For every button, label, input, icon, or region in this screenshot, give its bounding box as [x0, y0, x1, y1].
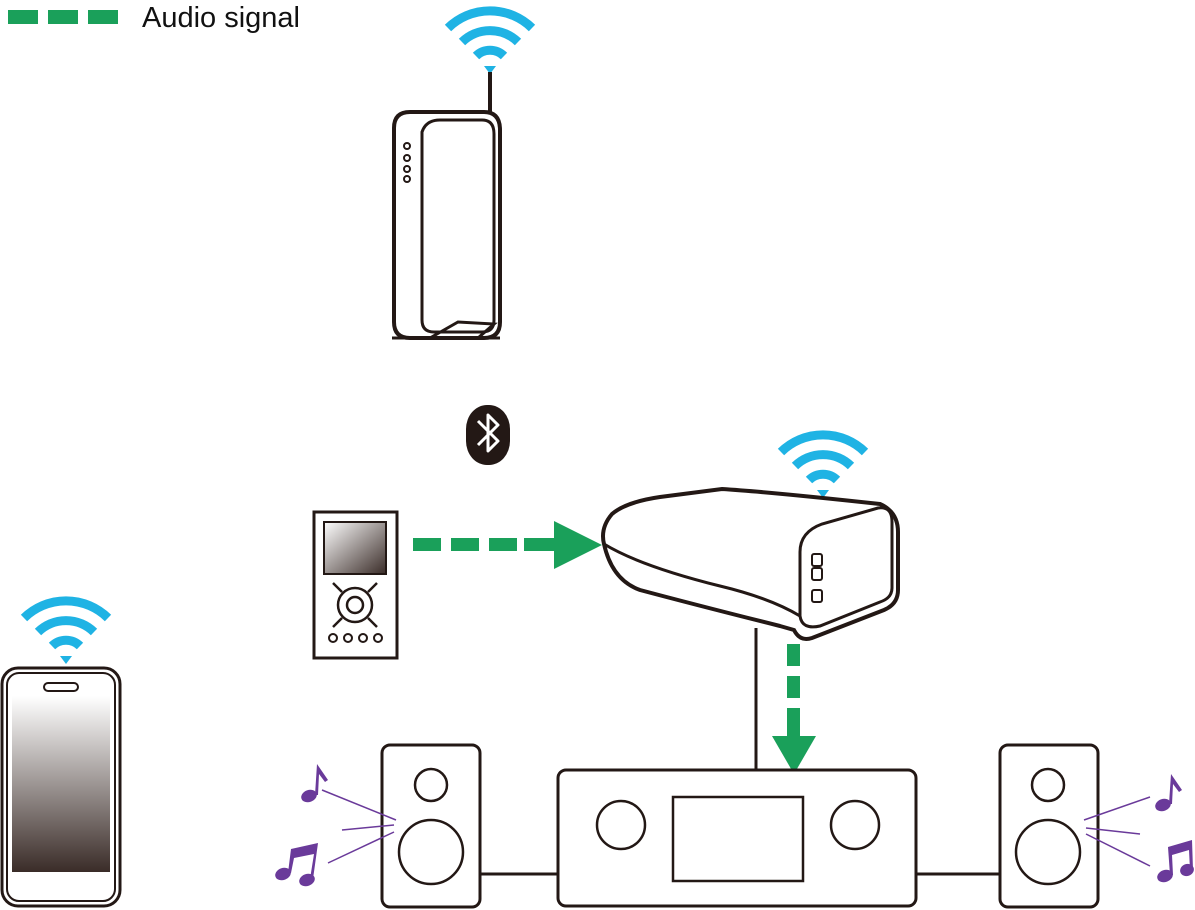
av-receiver-icon [556, 768, 918, 908]
left-speaker-icon [380, 743, 482, 909]
audio-signal-arrow-bluetooth [413, 521, 602, 569]
double-music-note-icon [275, 843, 318, 887]
music-note-icon-right [1155, 774, 1182, 812]
bluetooth-icon [466, 405, 510, 465]
wireless-speaker-icon [601, 486, 900, 641]
router-wifi-icon [448, 11, 532, 74]
left-sound-lines [321, 789, 397, 864]
right-speaker-icon [998, 743, 1100, 909]
legend-label: Audio signal [142, 2, 300, 34]
wireless-speaker-wifi-icon [781, 435, 865, 498]
router-icon [392, 72, 502, 340]
double-music-note-icon-right [1157, 840, 1194, 883]
music-note-icon [301, 764, 328, 803]
smartphone-wifi-icon [24, 601, 108, 664]
legend-swatch [8, 10, 118, 24]
right-sound-lines [1083, 796, 1151, 867]
audio-signal-arrow-cable [772, 644, 816, 774]
smartphone-icon [0, 666, 122, 908]
music-player-icon [312, 510, 399, 660]
